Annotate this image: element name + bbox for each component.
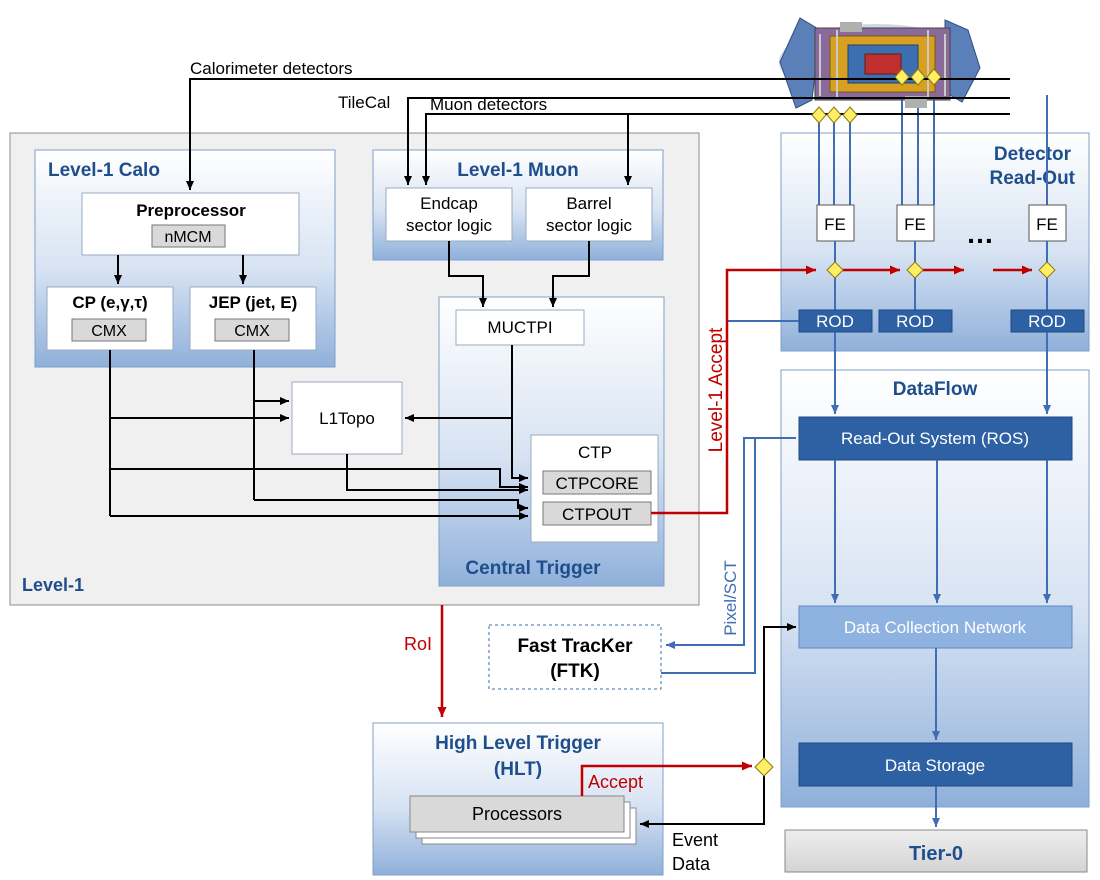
fe-ellipsis: … bbox=[966, 218, 994, 249]
cp-label: CP (e,γ,τ) bbox=[72, 293, 147, 312]
hlt-title-line2: (HLT) bbox=[494, 759, 542, 780]
roi-label: RoI bbox=[404, 634, 432, 654]
l1topo-box bbox=[291, 381, 403, 455]
ftk-box bbox=[488, 624, 662, 690]
fe-label-2: FE bbox=[904, 215, 926, 234]
preprocessor-label: Preprocessor bbox=[136, 201, 246, 220]
accept-label: Accept bbox=[588, 772, 643, 792]
storage-label: Data Storage bbox=[885, 756, 985, 775]
muctpi-label: MUCTPI bbox=[487, 318, 552, 337]
ftk-line1: Fast TracKer bbox=[517, 636, 633, 657]
ros-box bbox=[798, 416, 1073, 461]
level1-label: Level-1 bbox=[22, 575, 84, 595]
processors-box bbox=[409, 795, 625, 833]
level1-muon-title: Level-1 Muon bbox=[457, 160, 578, 181]
tilecal-label: TileCal bbox=[338, 93, 390, 112]
ctpout-label: CTPOUT bbox=[562, 505, 632, 524]
jep-cmx-box bbox=[214, 318, 290, 342]
tier0-box bbox=[784, 829, 1088, 873]
cp-cmx-box bbox=[71, 318, 147, 342]
nmcm-box bbox=[151, 224, 226, 248]
tier0-label: Tier-0 bbox=[909, 843, 963, 865]
red-wiring bbox=[437, 265, 1032, 796]
calorimeter-label: Calorimeter detectors bbox=[190, 59, 353, 78]
nmcm-label: nMCM bbox=[164, 229, 211, 246]
processors-label: Processors bbox=[472, 804, 562, 824]
pixel-sct-label: Pixel/SCT bbox=[721, 560, 740, 636]
muctpi-box bbox=[455, 309, 585, 346]
level1-calo-title: Level-1 Calo bbox=[48, 160, 160, 181]
rod-label-1: ROD bbox=[816, 312, 854, 331]
barrel-line1: Barrel bbox=[566, 194, 611, 213]
ctpcore-box bbox=[542, 470, 652, 495]
endcap-sector-logic-box bbox=[385, 187, 513, 242]
ftk-line2: (FTK) bbox=[550, 661, 600, 682]
cp-cmx-label: CMX bbox=[91, 323, 127, 340]
endcap-line1: Endcap bbox=[420, 194, 478, 213]
ros-label: Read-Out System (ROS) bbox=[841, 429, 1029, 448]
barrel-line2: sector logic bbox=[546, 216, 632, 235]
endcap-line2: sector logic bbox=[406, 216, 492, 235]
jep-cmx-label: CMX bbox=[234, 323, 270, 340]
dcn-box bbox=[798, 605, 1073, 649]
junction-diamonds bbox=[754, 68, 1056, 777]
fe-label-3: FE bbox=[1036, 215, 1058, 234]
fe-box-2 bbox=[896, 204, 935, 242]
storage-box bbox=[798, 742, 1073, 787]
muon-detectors-label: Muon detectors bbox=[430, 95, 547, 114]
fe-box-1 bbox=[816, 204, 855, 242]
l1topo-label: L1Topo bbox=[319, 409, 375, 428]
hlt-title-line1: High Level Trigger bbox=[435, 733, 601, 754]
dcn-label: Data Collection Network bbox=[844, 618, 1027, 637]
rod-label-2: ROD bbox=[896, 312, 934, 331]
central-trigger-title: Central Trigger bbox=[465, 558, 601, 579]
event-data-line1: Event bbox=[672, 830, 718, 850]
rod-box-2 bbox=[878, 309, 953, 333]
barrel-sector-logic-box bbox=[525, 187, 653, 242]
rod-label-3: ROD bbox=[1028, 312, 1066, 331]
fe-label-1: FE bbox=[824, 215, 846, 234]
readout-title-line1: Detector bbox=[994, 144, 1072, 165]
event-data-line2: Data bbox=[672, 854, 711, 874]
level1-accept-label: Level-1 Accept bbox=[706, 327, 727, 452]
fe-box-3 bbox=[1028, 204, 1067, 242]
ctp-label: CTP bbox=[578, 443, 612, 462]
atlas-detector-image bbox=[779, 17, 981, 109]
readout-title-line2: Read-Out bbox=[990, 168, 1076, 189]
preprocessor-box bbox=[81, 192, 300, 256]
dataflow-title: DataFlow bbox=[893, 379, 978, 400]
jep-label: JEP (jet, E) bbox=[209, 293, 298, 312]
ctpcore-label: CTPCORE bbox=[555, 474, 638, 493]
